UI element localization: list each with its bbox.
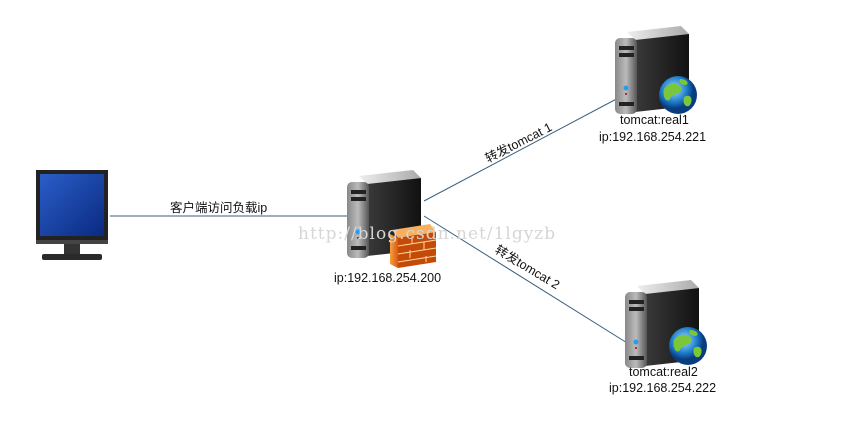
real1-ip: ip:192.168.254.221	[599, 130, 706, 144]
globe-icon	[659, 76, 697, 114]
balancer-ip: ip:192.168.254.200	[334, 271, 441, 285]
real1-name: tomcat:real1	[620, 113, 689, 127]
client-monitor-icon	[36, 170, 108, 260]
real2-name: tomcat:real2	[629, 365, 698, 379]
real2-ip: ip:192.168.254.222	[609, 381, 716, 395]
real1-link-label: 转发tomcat 1	[483, 119, 555, 165]
link-balancer-real2	[423, 215, 633, 347]
real2-link-label: 转发tomcat 2	[492, 242, 562, 292]
link-balancer-real1	[423, 94, 625, 202]
globe-icon	[669, 327, 707, 365]
firewall-icon	[390, 224, 437, 268]
watermark: http://blog.csdn.net/1lgyzb	[298, 224, 556, 244]
client-link-label: 客户端访问负载ip	[170, 200, 267, 215]
